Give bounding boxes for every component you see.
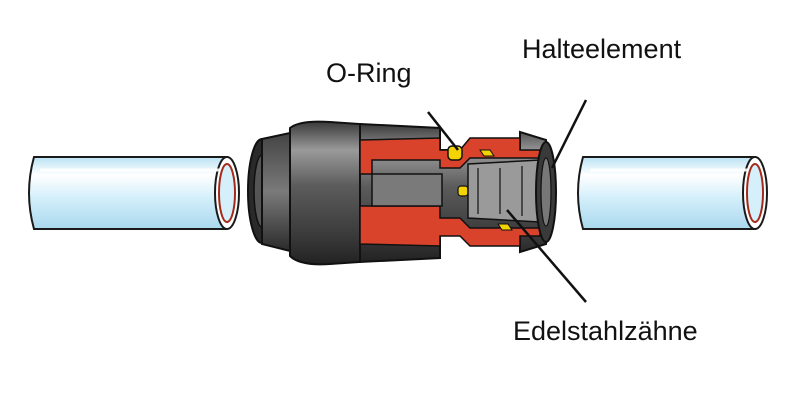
o-ring-leader-line bbox=[427, 111, 459, 151]
edelstahlzaehne-leader-line bbox=[506, 209, 587, 303]
push-fit-connector bbox=[247, 120, 557, 266]
o-ring-label: O-Ring bbox=[326, 58, 412, 88]
left-pipe bbox=[28, 156, 240, 230]
right-pipe bbox=[577, 156, 768, 230]
edelstahlzaehne-label: Edelstahlzähne bbox=[513, 316, 698, 346]
halteelement-label: Halteelement bbox=[522, 34, 682, 64]
halteelement-leader-line bbox=[550, 99, 588, 169]
